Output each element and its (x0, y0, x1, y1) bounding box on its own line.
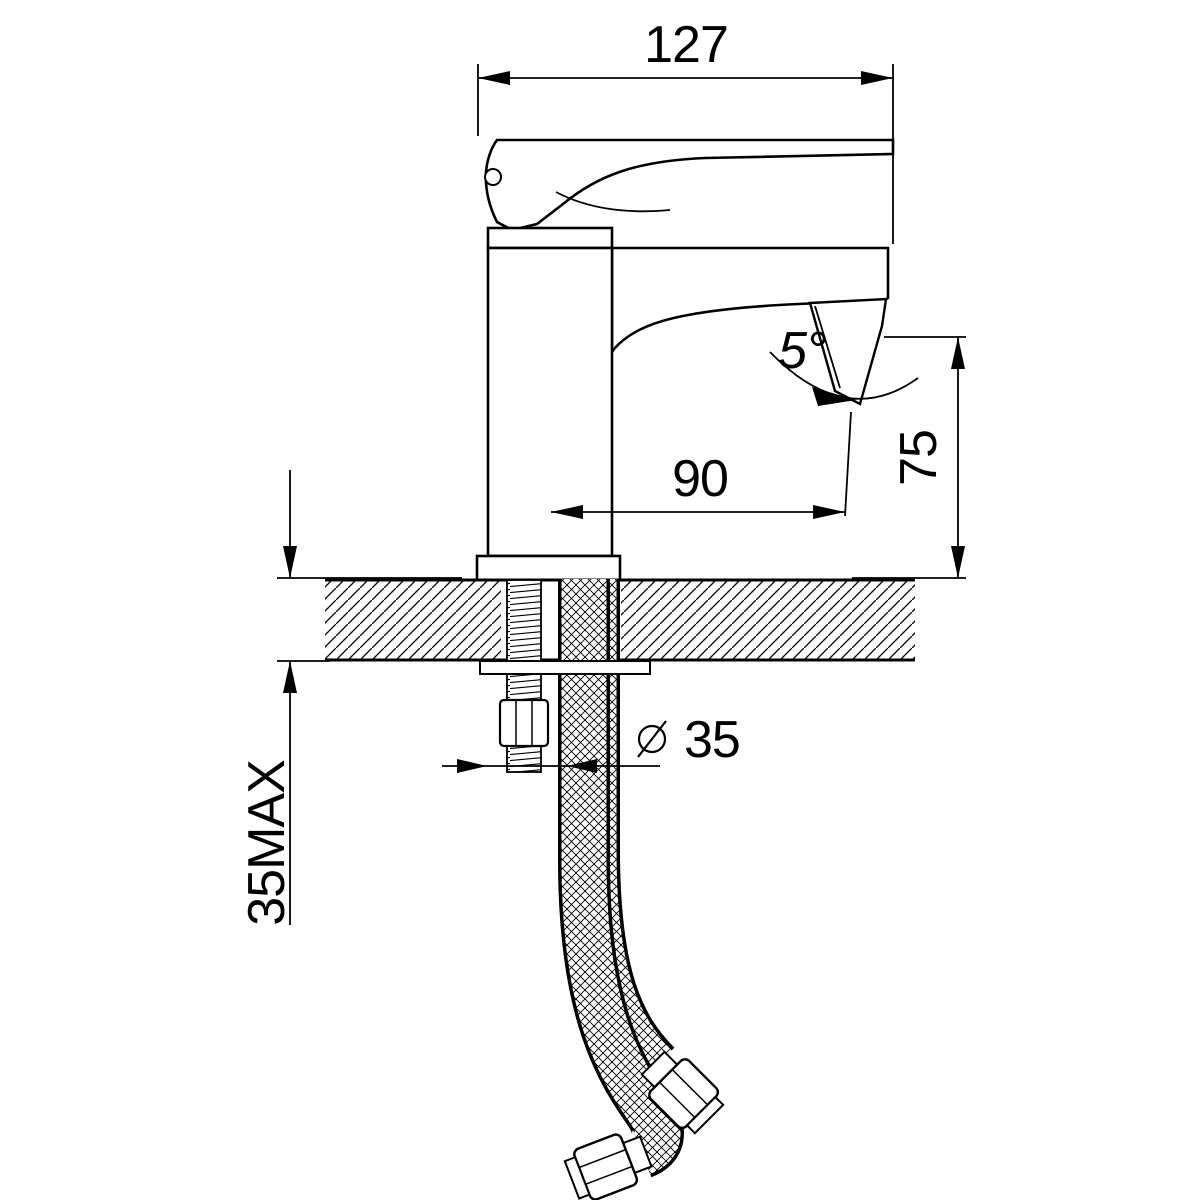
hose-fitting-lower (563, 1133, 653, 1200)
dim-spout-reach-label: 90 (672, 450, 728, 508)
counter-hatch-right (621, 581, 915, 659)
counter-section (325, 578, 915, 662)
hose-fitting-upper (640, 1050, 725, 1135)
mounting-flange (479, 660, 651, 675)
handle-detail-line (555, 191, 671, 213)
dim-hole-diameter-label: 35 (684, 711, 740, 769)
spout-aerator (808, 297, 888, 406)
aerator-detail-line (814, 305, 841, 389)
dim-spout-angle-label: 5° (778, 322, 826, 380)
dim-spout-height-label: 75 (890, 430, 948, 486)
diameter-symbol-icon (637, 720, 667, 758)
dimensions: 127 90 75 5° (238, 16, 966, 926)
faucet-handle (484, 138, 895, 232)
dim-hole-diameter: 35 (442, 711, 741, 773)
dim-deck-thickness: 35MAX (238, 470, 462, 926)
faucet-body (486, 246, 614, 558)
faucet (475, 138, 895, 582)
counter-hatch-left (325, 581, 501, 659)
dim-spout-height: 75 (852, 336, 966, 579)
dim-spout-reach: 90 (551, 411, 852, 519)
hose-2-braid (561, 579, 681, 1174)
mounting-nut (498, 698, 550, 748)
faucet-base (475, 554, 622, 582)
dim-overall-length-label: 127 (644, 16, 728, 74)
dim-spout-angle: 5° (769, 322, 919, 406)
supply-hoses (558, 579, 725, 1200)
dim-overall-length: 127 (477, 16, 894, 244)
cartridge-cap (486, 226, 614, 250)
handle-pivot (484, 168, 502, 186)
dim-deck-thickness-label: 35MAX (238, 760, 296, 926)
